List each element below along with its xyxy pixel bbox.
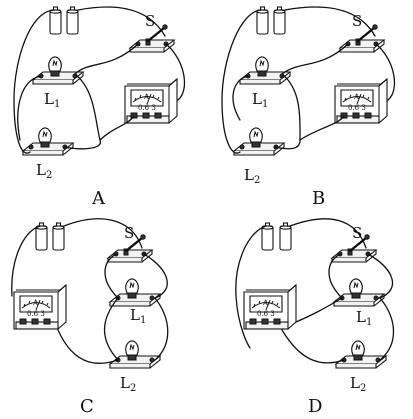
battery-d bbox=[261, 222, 292, 251]
battery-a bbox=[49, 6, 79, 35]
switch-label-d: S bbox=[352, 224, 362, 242]
bulb-l1-c bbox=[109, 278, 161, 307]
ammeter-minus-b: − bbox=[340, 102, 346, 110]
ammeter-scale-d: 0.6 3 bbox=[257, 310, 275, 318]
l2-label-b: L2 bbox=[244, 166, 260, 186]
wires-c bbox=[11, 218, 169, 364]
l1-label-a: L1 bbox=[44, 90, 60, 110]
l2-label-c: L2 bbox=[120, 374, 136, 394]
ammeter-d: A − 0.6 3 bbox=[243, 284, 297, 330]
battery-b bbox=[256, 6, 286, 35]
panel-c: S L1 L2 A − 0.6 3 C bbox=[11, 218, 169, 417]
ammeter-unit-a: A bbox=[143, 93, 150, 101]
panel-letter-b: B bbox=[312, 188, 325, 209]
l1-label-b: L1 bbox=[252, 90, 268, 110]
ammeter-c: A − 0.6 3 bbox=[13, 284, 67, 330]
l2-label-a: L2 bbox=[36, 161, 52, 181]
l1-label-d: L1 bbox=[356, 308, 372, 328]
panel-b: S L1 L2 A − 0.6 3 B bbox=[221, 6, 396, 209]
ammeter-unit-b: A bbox=[353, 93, 360, 101]
bulb-l1-d bbox=[333, 278, 385, 307]
bulb-l1-a bbox=[32, 56, 84, 85]
switch-label-a: S bbox=[145, 12, 155, 30]
panel-d: S L1 L2 A − 0.6 3 D bbox=[235, 218, 394, 417]
panel-letter-d: D bbox=[308, 396, 322, 417]
panel-letter-a: A bbox=[91, 188, 106, 209]
wires-d bbox=[235, 218, 394, 364]
ammeter-b: A − 0.6 3 bbox=[334, 78, 388, 124]
bulb-l2-d bbox=[335, 340, 387, 369]
bulb-l2-a bbox=[22, 127, 74, 156]
ammeter-unit-c: A bbox=[32, 299, 39, 307]
ammeter-scale-c: 0.6 3 bbox=[27, 310, 45, 318]
ammeter-a: A − 0.6 3 bbox=[124, 78, 178, 124]
ammeter-scale-b: 0.6 3 bbox=[348, 104, 366, 112]
wires-b bbox=[221, 6, 396, 154]
l1-label-c: L1 bbox=[130, 306, 146, 326]
panel-a: S L1 L2 A − 0.6 3 A bbox=[13, 6, 186, 209]
bulb-l1-b bbox=[239, 56, 291, 85]
bulb-l2-b bbox=[233, 127, 285, 156]
ammeter-minus-c: − bbox=[19, 308, 25, 316]
ammeter-scale-a: 0.6 3 bbox=[138, 104, 156, 112]
switch-label-c: S bbox=[124, 224, 134, 242]
ammeter-minus-d: − bbox=[249, 308, 255, 316]
bulb-l2-c bbox=[109, 340, 161, 369]
ammeter-unit-d: A bbox=[262, 299, 269, 307]
switch-label-b: S bbox=[352, 12, 362, 30]
panel-letter-c: C bbox=[80, 396, 94, 417]
l2-label-d: L2 bbox=[350, 374, 366, 394]
battery-c bbox=[35, 222, 65, 251]
wires-a bbox=[13, 6, 186, 154]
ammeter-minus-a: − bbox=[130, 102, 136, 110]
